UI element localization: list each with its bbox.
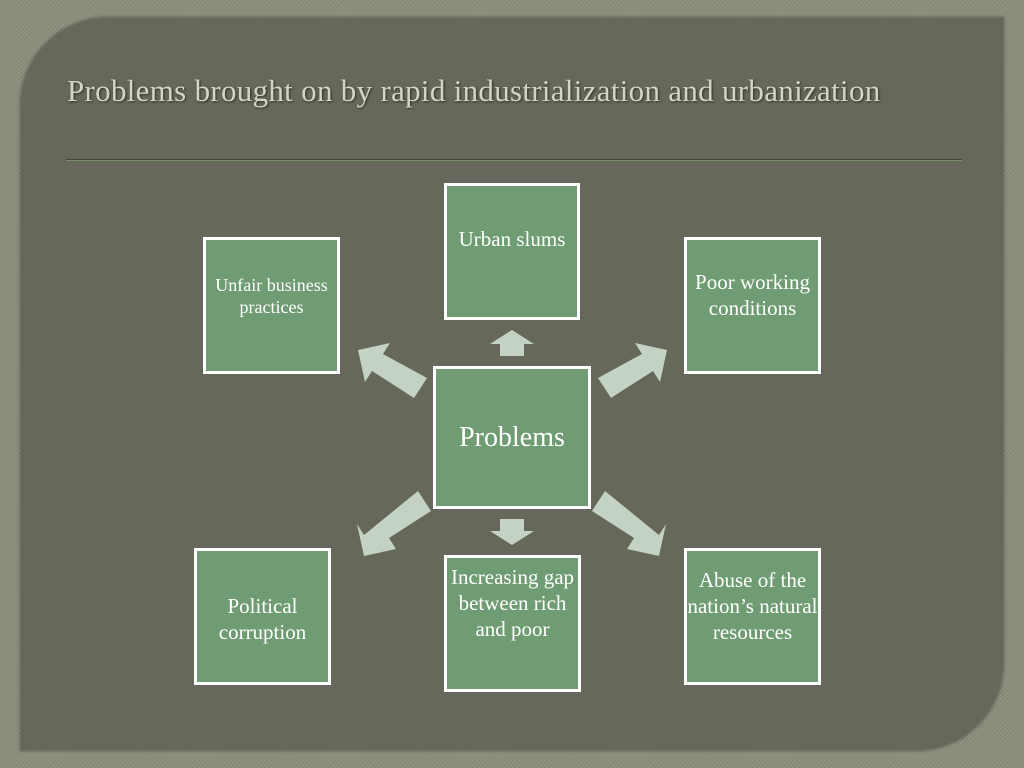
node-label: Political corruption <box>218 594 307 644</box>
node-problems-center: Problems <box>433 366 591 509</box>
node-urban-slums: Urban slums <box>444 183 580 320</box>
node-unfair-business-practices: Unfair business practices <box>203 237 340 374</box>
node-increasing-gap: Increasing gap between rich and poor <box>444 555 581 692</box>
center-label: Problems <box>459 421 565 453</box>
node-label: Unfair business practices <box>215 275 328 317</box>
node-label: Increasing gap between rich and poor <box>450 565 575 641</box>
node-poor-working-conditions: Poor working conditions <box>684 237 821 374</box>
arrow-to-top <box>490 330 534 356</box>
arrow-to-top-right <box>598 343 667 398</box>
slide-title: Problems brought on by rapid industriali… <box>67 73 881 108</box>
arrow-to-top-left <box>358 343 427 398</box>
arrow-to-bottom-right <box>592 491 666 556</box>
arrow-to-bottom-left <box>357 491 431 556</box>
node-label: Urban slums <box>458 227 566 251</box>
title-underline <box>66 159 962 161</box>
node-political-corruption: Political corruption <box>194 548 331 685</box>
node-label: Poor working conditions <box>695 270 810 320</box>
arrow-to-bottom <box>490 519 534 545</box>
node-label: Abuse of the nation’s natural resources <box>687 568 818 644</box>
node-abuse-of-resources: Abuse of the nation’s natural resources <box>684 548 821 685</box>
